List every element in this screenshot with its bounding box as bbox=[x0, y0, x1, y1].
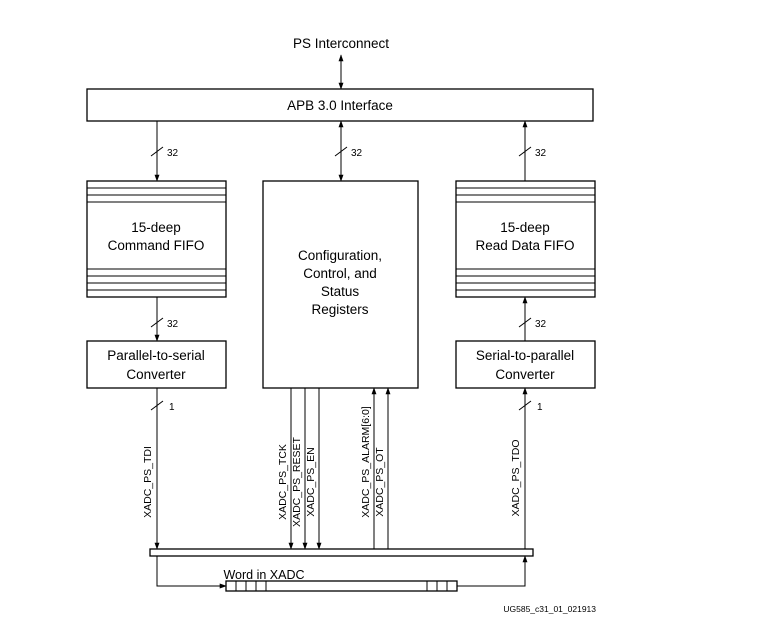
word-in-xadc-label: Word in XADC bbox=[223, 568, 304, 582]
bus-slash-registers bbox=[334, 146, 348, 157]
bus-width-tdi: 1 bbox=[169, 402, 175, 413]
figure-id: UG585_c31_01_021913 bbox=[503, 604, 596, 614]
p2s-line-2: Converter bbox=[126, 367, 186, 382]
word-in-xadc-register bbox=[225, 580, 458, 592]
p2s-line-1: Parallel-to-serial bbox=[107, 348, 205, 363]
bus-width-s2p: 32 bbox=[535, 319, 547, 330]
bus-slash-read-fifo bbox=[518, 146, 532, 157]
word-loop-out-arrow bbox=[457, 555, 528, 587]
bus-slash-s2p bbox=[518, 317, 532, 328]
registers-line-4: Registers bbox=[311, 302, 368, 317]
tck-signal-label: XADC_PS_TCK bbox=[277, 444, 289, 520]
bus-width-cmd-fifo: 32 bbox=[167, 148, 179, 159]
ot-signal-label: XADC_PS_OT bbox=[374, 447, 386, 517]
command-fifo-title: Command FIFO bbox=[108, 238, 205, 253]
registers-line-2: Control, and bbox=[303, 266, 377, 281]
command-fifo-block: 15-deep Command FIFO bbox=[86, 180, 227, 298]
tdo-signal-label: XADC_PS_TDO bbox=[510, 439, 522, 516]
registers-block: Configuration, Control, and Status Regis… bbox=[262, 180, 419, 389]
bus-width-registers: 32 bbox=[351, 148, 363, 159]
bus-width-tdo: 1 bbox=[537, 402, 543, 413]
registers-line-3: Status bbox=[321, 284, 360, 299]
bus-slash-p2s bbox=[150, 317, 164, 328]
command-fifo-depth: 15-deep bbox=[131, 220, 181, 235]
s2p-line-1: Serial-to-parallel bbox=[476, 348, 574, 363]
bus-width-read-fifo: 32 bbox=[535, 148, 547, 159]
tdi-signal-label: XADC_PS_TDI bbox=[142, 446, 154, 518]
xadc-interface-bar bbox=[149, 548, 534, 557]
bus-width-p2s: 32 bbox=[167, 319, 179, 330]
word-loop-in-arrow bbox=[156, 556, 227, 589]
bus-slash-tdi bbox=[150, 400, 164, 411]
read-fifo-depth: 15-deep bbox=[500, 220, 550, 235]
read-fifo-title: Read Data FIFO bbox=[475, 238, 574, 253]
reset-signal-label: XADC_PS_RESET bbox=[291, 436, 303, 526]
parallel-to-serial-block: Parallel-to-serial Converter bbox=[86, 340, 227, 389]
registers-line-1: Configuration, bbox=[298, 248, 382, 263]
ps-interconnect-label: PS Interconnect bbox=[293, 36, 389, 51]
s2p-line-2: Converter bbox=[495, 367, 555, 382]
en-signal-label: XADC_PS_EN bbox=[305, 447, 317, 516]
read-data-fifo-block: 15-deep Read Data FIFO bbox=[455, 180, 596, 298]
bus-slash-cmd-fifo bbox=[150, 146, 164, 157]
bus-slash-tdo bbox=[518, 400, 532, 411]
alarm-signal-label: XADC_PS_ALARM[6:0] bbox=[360, 406, 372, 518]
apb-interface-label: APB 3.0 Interface bbox=[287, 98, 393, 113]
serial-to-parallel-block: Serial-to-parallel Converter bbox=[455, 340, 596, 389]
